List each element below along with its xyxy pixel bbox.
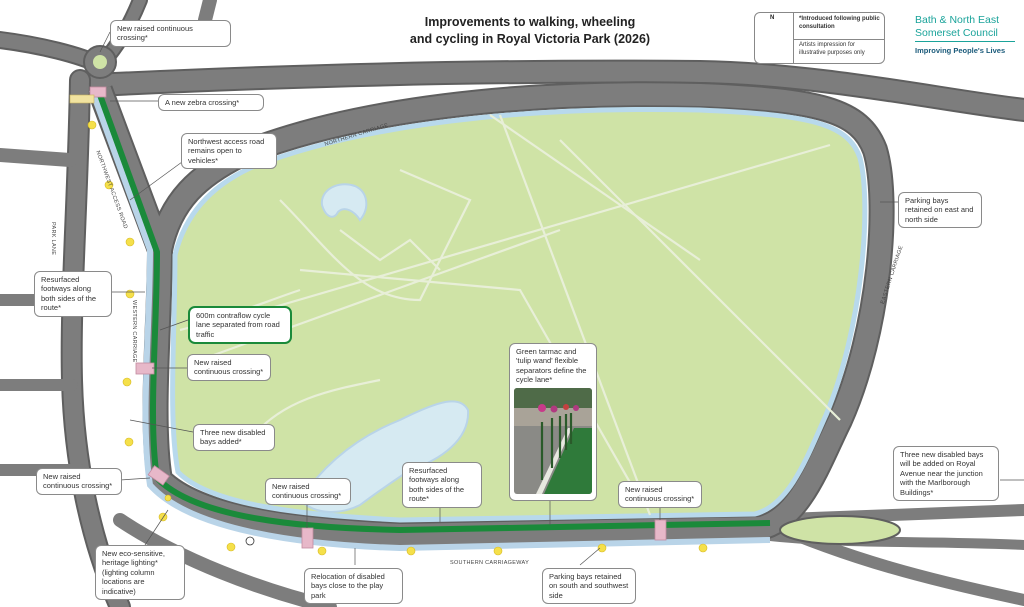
callout-disabled-bays-west: Three new disabled bays added* — [193, 424, 275, 451]
lamp-icon — [597, 543, 607, 553]
callout-parking-south: Parking bays retained on south and south… — [542, 568, 636, 605]
leader-lines — [99, 31, 1024, 566]
map-title: Improvements to walking, wheeling and cy… — [400, 14, 660, 48]
roundabout-east — [779, 515, 901, 545]
road-label-western-carriage: WESTERN CARRIAGE — [131, 300, 137, 363]
lamp-icon — [317, 546, 327, 556]
council-logo: Bath & North East Somerset Council Impro… — [915, 14, 1020, 55]
lamp-icon — [87, 120, 97, 130]
logo-line-2: Somerset Council — [915, 26, 998, 39]
crossing-west — [135, 362, 155, 375]
crossing-top — [89, 86, 107, 98]
tulip-wand-photo — [514, 388, 592, 494]
crossing-southwest — [147, 465, 170, 486]
road-label-park-lane: PARK LANE — [50, 222, 56, 256]
raised-crossings — [89, 86, 667, 549]
lamp-icon — [122, 377, 132, 387]
callout-resurfaced-west: Resurfaced footways along both sides of … — [34, 271, 112, 317]
road-label-southern-carriageway: SOUTHERN CARRIAGEWAY — [450, 560, 530, 566]
compass-letter: N — [770, 15, 775, 21]
lamp-icon — [125, 237, 135, 247]
parking-icon — [245, 536, 255, 546]
green-tarmac-text: Green tarmac and 'tulip wand' flexible s… — [516, 347, 587, 385]
lamp-icon — [164, 494, 172, 502]
callout-resurfaced-south: Resurfaced footways along both sides of … — [402, 462, 482, 508]
callout-eco-lighting: New eco-sensitive, heritage lighting* (l… — [95, 545, 185, 600]
lamp-icon — [493, 546, 503, 556]
consultation-note: *Introduced following public consultatio… — [799, 16, 880, 30]
compass-panel: N — [755, 13, 794, 63]
lamp-icon — [226, 542, 236, 552]
title-line-2: and cycling in Royal Victoria Park (2026… — [409, 31, 651, 46]
callout-relocation-disabled: Relocation of disabled bays close to the… — [304, 568, 403, 605]
callout-raised-crossing-south: New raised continuous crossing* — [265, 478, 351, 505]
lamp-icon — [406, 546, 416, 556]
lamp-icon — [698, 543, 708, 553]
logo-line-1: Bath & North East — [915, 14, 1000, 26]
title-line-1: Improvements to walking, wheeling — [424, 15, 636, 29]
callout-raised-crossing-east: New raised continuous crossing* — [618, 481, 702, 508]
logo-tagline: Improving People's Lives — [915, 46, 1006, 56]
zebra-crossing — [69, 94, 95, 104]
footway — [89, 88, 771, 552]
artist-note: Artists impression for illustrative purp… — [799, 42, 865, 56]
lamp-icon — [104, 180, 114, 190]
callout-zebra-crossing: A new zebra crossing* — [158, 94, 264, 112]
callout-northwest-access: Northwest access road remains open to ve… — [181, 133, 277, 170]
callout-raised-crossing-west: New raised continuous crossing* — [187, 354, 271, 381]
lamp-icon — [124, 437, 134, 447]
callout-contraflow: 600m contraflow cycle lane separated fro… — [188, 306, 292, 345]
park-grass — [170, 106, 868, 523]
callout-raised-crossing-southwest: New raised continuous crossing* — [36, 468, 122, 495]
pond — [320, 183, 368, 222]
notes-box: N *Introduced following public consultat… — [754, 12, 885, 64]
callout-royal-avenue: Three new disabled bays will be added on… — [893, 446, 999, 501]
crossing-east — [654, 519, 667, 541]
callout-raised-crossing-top: New raised continuous crossing* — [110, 20, 231, 47]
callout-parking-east: Parking bays retained on east and north … — [898, 192, 982, 229]
lamp-icon — [125, 289, 135, 299]
crossing-south — [301, 527, 314, 549]
